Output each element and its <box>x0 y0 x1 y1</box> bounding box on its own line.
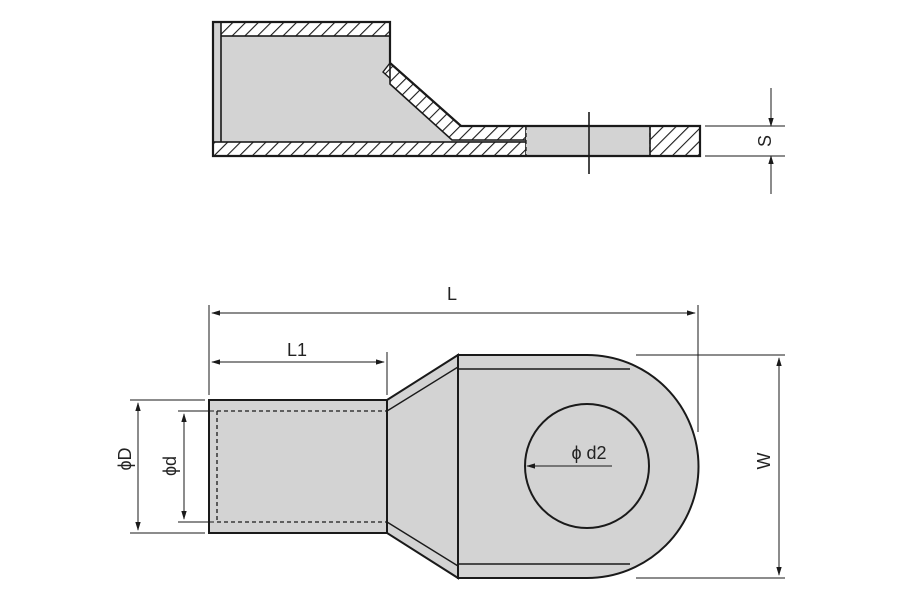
dimension-s: S <box>705 88 785 194</box>
dimension-inner-diameter-label: ϕd <box>160 456 180 476</box>
side-view-tongue-end <box>649 125 701 157</box>
dimension-s-label: S <box>755 135 775 147</box>
dimension-hole-diameter-label: ϕ d2 <box>571 443 606 463</box>
dimension-inner-diameter: ϕd <box>160 410 214 523</box>
side-view <box>211 20 702 174</box>
side-view-outline <box>211 20 702 158</box>
side-view-top-wall <box>212 21 391 37</box>
dimension-outer-diameter: ϕD <box>115 399 205 534</box>
dimension-l1: L1 <box>211 340 388 395</box>
dimension-w: W <box>636 354 785 579</box>
top-view <box>208 353 700 580</box>
top-view-barrel-bore <box>216 410 387 523</box>
top-view-transition-inner <box>386 366 459 567</box>
dimension-w-label: W <box>754 453 774 470</box>
dimension-hole-diameter: ϕ d2 <box>526 443 612 469</box>
side-view-left-wall <box>212 21 222 157</box>
dimension-l-label: L <box>447 284 457 304</box>
dimension-l: L <box>208 284 699 432</box>
top-view-barrel <box>208 399 388 534</box>
dimension-outer-diameter-label: ϕD <box>115 447 135 470</box>
dimension-l1-label: L1 <box>287 340 307 360</box>
side-view-tongue <box>526 126 650 156</box>
side-view-bottom-wall <box>212 141 527 157</box>
